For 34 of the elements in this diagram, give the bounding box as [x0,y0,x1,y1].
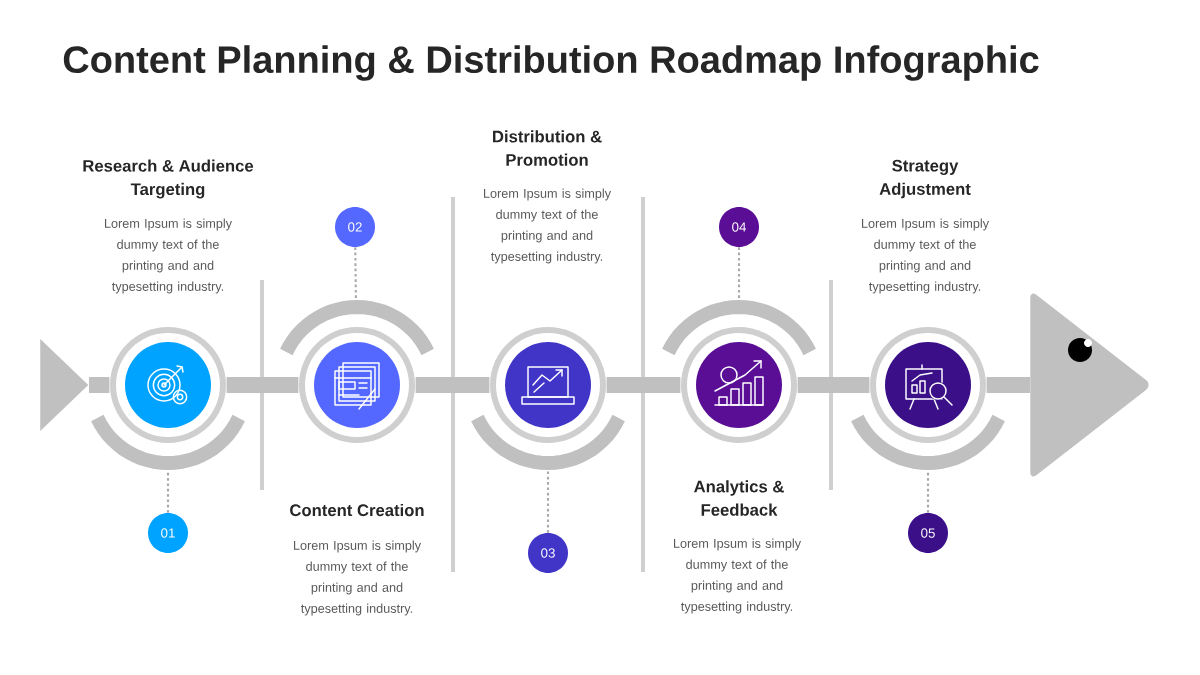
icon-circle [870,327,986,443]
step-description: Lorem Ipsum is simply dummy text of the printing and and typesetting industry. [294,540,421,616]
icon-circle [299,327,415,443]
connector-line [354,247,357,300]
connector-line [606,377,681,393]
number-badge: 05 [908,513,948,553]
connector-line [546,470,550,533]
connector-line [226,377,299,393]
connector-line [415,377,490,393]
tail-fin [40,339,89,431]
connector-line [166,470,170,513]
number-badge: 04 [719,207,759,247]
number-badge: 03 [528,533,568,573]
step-description: Lorem Ipsum is simply dummy text of the printing and and typesetting industry. [674,538,801,614]
connector-line [737,247,741,300]
step-description: Lorem Ipsum is simply dummy text of the printing and and typesetting industry. [105,218,232,294]
connector-line [88,377,110,393]
connector-line [797,377,870,393]
number-badge: 01 [148,513,188,553]
fish-head [1030,293,1149,477]
step-heading: Distribution & Promotion [493,130,602,166]
icon-circle [490,327,606,443]
step-heading: Research & Audience Targeting [83,159,254,199]
step-heading: Strategy Adjustment [879,159,971,199]
connector-line [986,377,1030,393]
title: Content Planning & Distribution Roadmap Infographic [63,45,1039,81]
connector-line [926,470,930,513]
number-badge: 02 [335,207,375,247]
step-description: Lorem Ipsum is simply dummy text of the printing and and typesetting industry. [862,218,989,294]
icon-circle [110,327,226,443]
icon-circle [681,327,797,443]
step-description: Lorem Ipsum is simply dummy text of the printing and and typesetting industry. [484,188,611,264]
step-heading: Content Creation [290,503,424,517]
step-heading: Analytics & Feedback [694,480,784,516]
